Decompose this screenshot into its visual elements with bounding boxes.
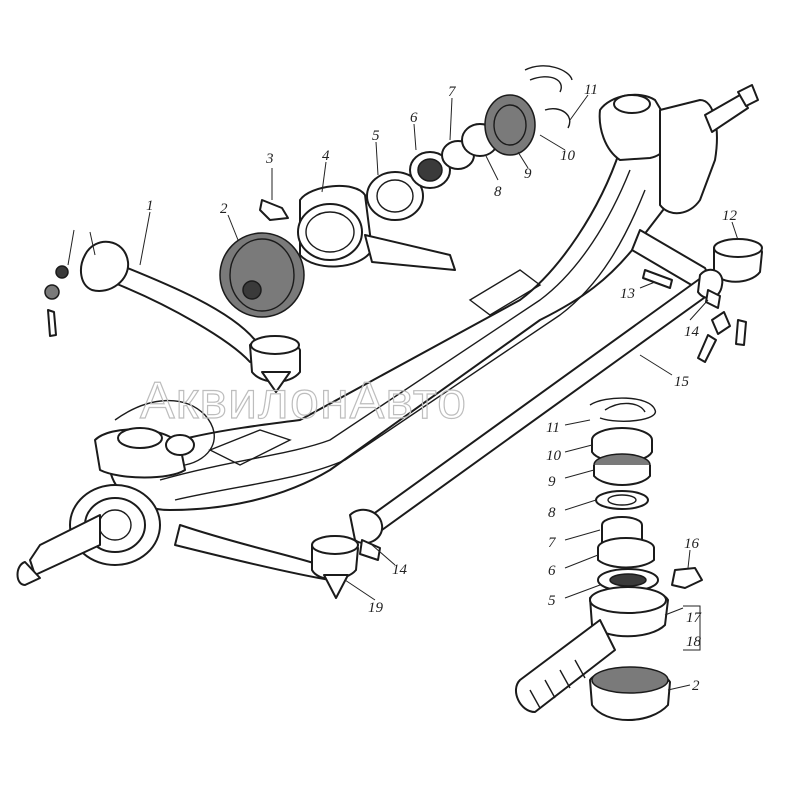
- callout-7-bottom: 7: [548, 535, 557, 551]
- callout-16: 16: [684, 536, 700, 552]
- callout-11-top: 11: [584, 82, 598, 98]
- callout-17: 17: [686, 610, 703, 626]
- callout-9-top: 9: [524, 166, 532, 182]
- callout-5-top: 5: [372, 128, 380, 144]
- callout-13: 13: [620, 286, 635, 302]
- callout-10-bottom: 10: [546, 448, 562, 464]
- left-steering-knuckle: [16, 427, 195, 586]
- left-tie-rod-end: [174, 524, 359, 599]
- callout-19: 19: [368, 600, 384, 616]
- callout-18: 18: [686, 634, 702, 650]
- callout-6-top: 6: [410, 110, 418, 126]
- callout-3: 3: [265, 151, 274, 167]
- callout-12: 12: [722, 208, 738, 224]
- leader-lines: [67, 94, 739, 691]
- callout-5-bottom: 5: [548, 593, 556, 609]
- drag-link: [44, 240, 301, 393]
- callout-1: 1: [146, 198, 154, 214]
- callout-8-bottom: 8: [548, 505, 556, 521]
- callout-2-bottom: 2: [692, 678, 700, 694]
- right-steering-arm: [631, 229, 763, 363]
- callout-14-left: 14: [392, 562, 408, 578]
- tie-rod: [349, 268, 724, 561]
- ball-joint-exploded-top: [219, 65, 573, 318]
- watermark-text: АквилонАвто: [140, 372, 467, 430]
- callout-15: 15: [674, 374, 690, 390]
- callout-labels: 1 2 3 4 5 6 7 8 9 10 11 12 13 14 15 11 1…: [146, 82, 738, 694]
- callout-9-bottom: 9: [548, 474, 556, 490]
- ball-joint-exploded-bottom: [515, 397, 703, 721]
- callout-8-top: 8: [494, 184, 502, 200]
- callout-7-top: 7: [448, 84, 457, 100]
- callout-6-bottom: 6: [548, 563, 556, 579]
- callout-2-top: 2: [220, 201, 228, 217]
- callout-14-right: 14: [684, 324, 700, 340]
- callout-10-top: 10: [560, 148, 576, 164]
- callout-11-bottom: 11: [546, 420, 560, 436]
- callout-4: 4: [322, 148, 330, 164]
- right-steering-knuckle: [598, 84, 759, 215]
